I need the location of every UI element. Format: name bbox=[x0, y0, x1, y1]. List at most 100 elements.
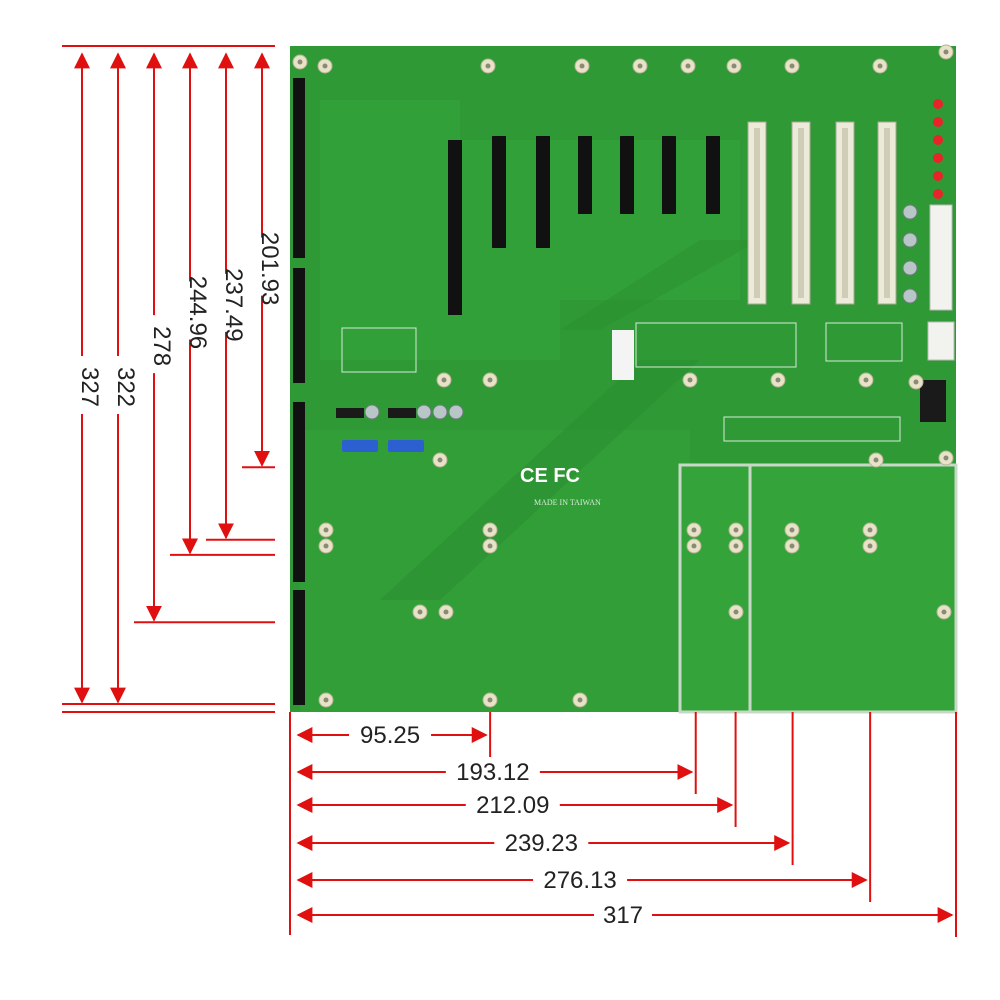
mounting-hole-center bbox=[867, 543, 873, 549]
pin-header bbox=[336, 408, 364, 418]
led bbox=[933, 153, 943, 163]
power-connector bbox=[929, 204, 953, 311]
led bbox=[933, 99, 943, 109]
status-leds bbox=[933, 99, 943, 199]
silkscreen-table bbox=[825, 322, 903, 362]
mounting-hole-center bbox=[579, 63, 585, 69]
pcb-panel bbox=[748, 463, 958, 714]
mounting-hole-center bbox=[775, 377, 781, 383]
edge-connector bbox=[293, 268, 305, 383]
mounting-hole-center bbox=[687, 377, 693, 383]
capacitor bbox=[416, 404, 432, 420]
pcie-slots bbox=[448, 136, 720, 315]
mounting-hole-center bbox=[867, 527, 873, 533]
mounting-hole-center bbox=[323, 543, 329, 549]
silkscreen-table bbox=[341, 327, 417, 373]
mounting-hole-center bbox=[789, 527, 795, 533]
pci-slots bbox=[747, 121, 897, 305]
dimension-label-horizontal: 239.23 bbox=[505, 830, 578, 857]
pcb-diagonal-trace bbox=[560, 240, 760, 330]
mounting-hole-center bbox=[943, 455, 949, 461]
mounting-hole-center bbox=[943, 49, 949, 55]
mounting-hole-center bbox=[437, 457, 443, 463]
mounting-hole-center bbox=[487, 377, 493, 383]
dimension-label-vertical: 278 bbox=[148, 326, 175, 366]
led bbox=[933, 171, 943, 181]
mounting-hole-center bbox=[789, 63, 795, 69]
mounting-hole-center bbox=[441, 377, 447, 383]
dimension-label-horizontal: 317 bbox=[603, 902, 643, 929]
mounting-hole-center bbox=[941, 609, 947, 615]
pci-slot-channel bbox=[754, 128, 760, 298]
edge-connector bbox=[293, 78, 305, 258]
led bbox=[933, 189, 943, 199]
mounting-hole-center bbox=[733, 609, 739, 615]
pcie-slot bbox=[662, 136, 676, 214]
mounting-hole-center bbox=[733, 543, 739, 549]
mounting-hole-center bbox=[487, 527, 493, 533]
mounting-hole-center bbox=[637, 63, 643, 69]
mounting-hole-center bbox=[485, 63, 491, 69]
led bbox=[933, 135, 943, 145]
dimension-label-vertical: 244.96 bbox=[184, 276, 211, 349]
sata-connector bbox=[388, 440, 424, 452]
silkscreen-table bbox=[635, 322, 797, 368]
pcb-panel bbox=[678, 463, 752, 714]
barcode-label bbox=[612, 330, 634, 380]
dimension-label-horizontal: 276.13 bbox=[543, 867, 616, 894]
made-in-label: MADE IN TAIWAN bbox=[534, 498, 601, 507]
capacitor bbox=[448, 404, 464, 420]
mounting-hole-center bbox=[417, 609, 423, 615]
mounting-hole-center bbox=[323, 527, 329, 533]
capacitor bbox=[902, 204, 918, 220]
led bbox=[933, 117, 943, 127]
capacitor bbox=[902, 232, 918, 248]
mounting-hole-center bbox=[322, 63, 328, 69]
dimension-label-vertical: 327 bbox=[76, 367, 103, 407]
mounting-hole-center bbox=[863, 377, 869, 383]
dimension-label-horizontal: 95.25 bbox=[360, 722, 420, 749]
mounting-holes bbox=[292, 44, 954, 708]
pcb-board: CE FC MADE IN TAIWAN bbox=[290, 44, 958, 714]
mounting-hole-center bbox=[691, 527, 697, 533]
dimension-label-horizontal: 193.12 bbox=[456, 759, 529, 786]
mounting-hole-center bbox=[323, 697, 329, 703]
mounting-hole-center bbox=[873, 457, 879, 463]
mounting-hole-center bbox=[443, 609, 449, 615]
pin-header bbox=[388, 408, 416, 418]
certification-mark: CE FC bbox=[520, 465, 580, 487]
dimension-label-vertical: 201.93 bbox=[256, 232, 283, 305]
edge-connector bbox=[293, 402, 305, 582]
capacitor bbox=[902, 260, 918, 276]
mounting-hole-center bbox=[297, 59, 303, 65]
dimension-label-vertical: 237.49 bbox=[220, 268, 247, 341]
pcie-slot bbox=[578, 136, 592, 214]
capacitor bbox=[432, 404, 448, 420]
pci-slot-channel bbox=[884, 128, 890, 298]
pcie-slot bbox=[492, 136, 506, 248]
pcie-slot bbox=[448, 140, 462, 315]
capacitors bbox=[364, 204, 918, 420]
mounting-hole-center bbox=[691, 543, 697, 549]
mounting-hole-center bbox=[789, 543, 795, 549]
mounting-hole-center bbox=[913, 379, 919, 385]
pcie-slot bbox=[536, 136, 550, 248]
dimension-label-horizontal: 212.09 bbox=[476, 792, 549, 819]
mounting-hole-center bbox=[577, 697, 583, 703]
horizontal-dimensions: 95.25 193.12 212.09 239.23 276.13 317 bbox=[289, 712, 957, 937]
mounting-hole-center bbox=[487, 697, 493, 703]
capacitor bbox=[902, 288, 918, 304]
capacitor bbox=[364, 404, 380, 420]
mounting-hole-center bbox=[685, 63, 691, 69]
mounting-hole-center bbox=[733, 527, 739, 533]
edge-connector bbox=[293, 590, 305, 705]
pcb-trace-zone bbox=[300, 430, 690, 712]
pin-header bbox=[920, 380, 946, 422]
silkscreen-table bbox=[723, 416, 901, 442]
pcie-slot bbox=[620, 136, 634, 214]
pcie-slot bbox=[706, 136, 720, 214]
pci-slot-channel bbox=[798, 128, 804, 298]
mounting-hole-center bbox=[731, 63, 737, 69]
